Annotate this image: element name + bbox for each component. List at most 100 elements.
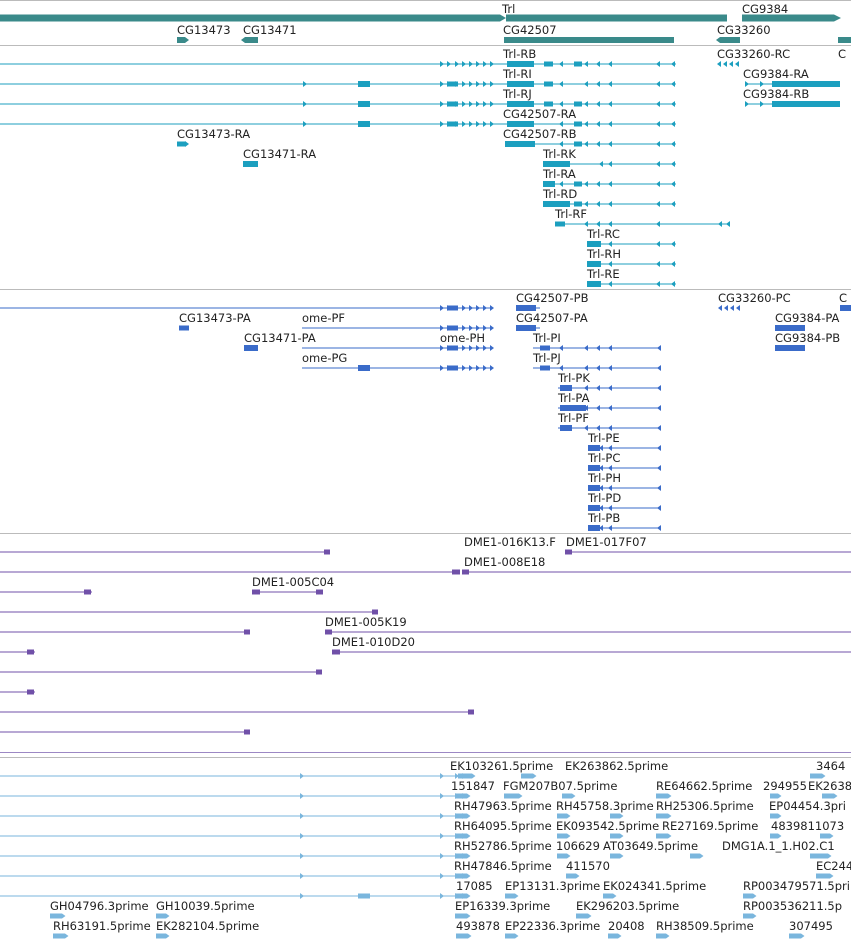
- transcript-label: Trl-RJ: [502, 87, 532, 101]
- direction-arrow: [469, 101, 473, 107]
- direction-arrow: [584, 141, 588, 147]
- exon-block: [543, 201, 570, 207]
- direction-arrow: [500, 14, 506, 22]
- direction-arrow: [608, 425, 612, 431]
- transcript-track[interactable]: [0, 61, 840, 287]
- est-label: RE64662.5prime: [656, 779, 752, 793]
- protein-label: Trl-PB: [587, 511, 620, 525]
- protein-label: Trl-PE: [587, 431, 620, 445]
- direction-arrow: [440, 813, 444, 819]
- protein-label: CG42507-PA: [516, 311, 588, 325]
- direction-arrow: [596, 81, 600, 87]
- exon-block: [179, 325, 189, 331]
- exon-block: [840, 305, 851, 311]
- direction-arrow: [469, 365, 473, 371]
- direction-arrow: [490, 121, 494, 127]
- direction-arrow: [476, 81, 480, 87]
- direction-arrow: [483, 61, 487, 67]
- transcript-label: Trl-RF: [554, 207, 587, 221]
- protein-track[interactable]: [0, 305, 851, 531]
- est-block: [789, 933, 801, 939]
- direction-arrow: [490, 101, 494, 107]
- direction-arrow: [599, 445, 603, 451]
- direction-arrow: [584, 81, 588, 87]
- direction-arrow: [533, 773, 537, 779]
- protein-label: Trl-PF: [557, 411, 589, 425]
- est-label: EK263862.5prime: [565, 759, 668, 773]
- est-block: [455, 873, 467, 879]
- est-label: DMG1A.1_1.H02.C1: [722, 839, 835, 853]
- est-label: EK296203.5prime: [576, 899, 679, 913]
- direction-arrow: [559, 141, 563, 147]
- direction-arrow: [584, 365, 588, 371]
- est-block: [743, 913, 753, 919]
- direction-arrow: [300, 853, 304, 859]
- direction-arrow: [185, 37, 189, 43]
- est-label: EK024341.5prime: [603, 879, 706, 893]
- direction-arrow: [730, 305, 734, 311]
- est-label: RH63191.5prime: [53, 919, 151, 933]
- clone-label: DME1-005K19: [325, 615, 407, 629]
- protein-label: CG13471-PA: [244, 331, 316, 345]
- direction-arrow: [185, 141, 189, 147]
- exon-block: [448, 101, 458, 107]
- exon-block: [448, 121, 458, 127]
- est-label: GH04796.3prime: [50, 899, 149, 913]
- direction-arrow: [567, 853, 571, 859]
- direction-arrow: [671, 141, 675, 147]
- gene-bar: [177, 37, 185, 43]
- transcript-label: Trl-RK: [542, 147, 576, 161]
- gene-track[interactable]: [0, 14, 851, 44]
- direction-arrow: [717, 61, 721, 67]
- exon-block: [448, 365, 458, 371]
- direction-arrow: [608, 405, 612, 411]
- est-block: [53, 933, 65, 939]
- direction-arrow: [596, 425, 600, 431]
- est-block: [557, 853, 567, 859]
- est-label: RH25306.5prime: [656, 799, 754, 813]
- direction-arrow: [467, 893, 471, 899]
- direction-arrow: [834, 793, 838, 799]
- clone-end: [452, 569, 460, 575]
- exon-block: [516, 325, 536, 331]
- exon-block: [505, 141, 535, 147]
- direction-arrow: [599, 465, 603, 471]
- gene-label: CG13473: [177, 23, 231, 37]
- direction-arrow: [608, 465, 612, 471]
- direction-arrow: [608, 101, 612, 107]
- direction-arrow: [778, 833, 782, 839]
- direction-arrow: [596, 221, 600, 227]
- direction-arrow: [476, 305, 480, 311]
- direction-arrow: [440, 893, 444, 899]
- direction-arrow: [584, 221, 588, 227]
- exon-block: [544, 81, 553, 87]
- direction-arrow: [618, 933, 622, 939]
- transcript-label: Trl-RD: [542, 187, 577, 201]
- exon-block: [775, 345, 805, 351]
- direction-arrow: [599, 485, 603, 491]
- clone-track[interactable]: [0, 549, 851, 735]
- direction-arrow: [608, 525, 612, 531]
- direction-arrow: [559, 81, 563, 87]
- direction-arrow: [608, 505, 612, 511]
- clone-end: [324, 549, 330, 555]
- est-label: EK2638: [808, 779, 851, 793]
- direction-arrow: [559, 181, 563, 187]
- est-block: [456, 933, 468, 939]
- est-label: 294955: [763, 779, 807, 793]
- est-track[interactable]: [0, 773, 838, 939]
- est-block: [822, 793, 834, 799]
- direction-arrow: [469, 61, 473, 67]
- protein-label: Trl-PK: [557, 371, 590, 385]
- protein-label: Trl-PI: [532, 331, 561, 345]
- exon-block: [358, 81, 370, 87]
- est-label: RH45758.3prime: [556, 799, 654, 813]
- direction-arrow: [657, 445, 661, 451]
- clone-label: DME1-005C04: [252, 575, 334, 589]
- est-label: FGM207B07.5prime: [503, 779, 617, 793]
- est-block: [455, 853, 467, 859]
- exon-block: [574, 141, 582, 147]
- clone-end: [27, 649, 34, 655]
- direction-arrow: [608, 61, 612, 67]
- exon-block: [516, 305, 536, 311]
